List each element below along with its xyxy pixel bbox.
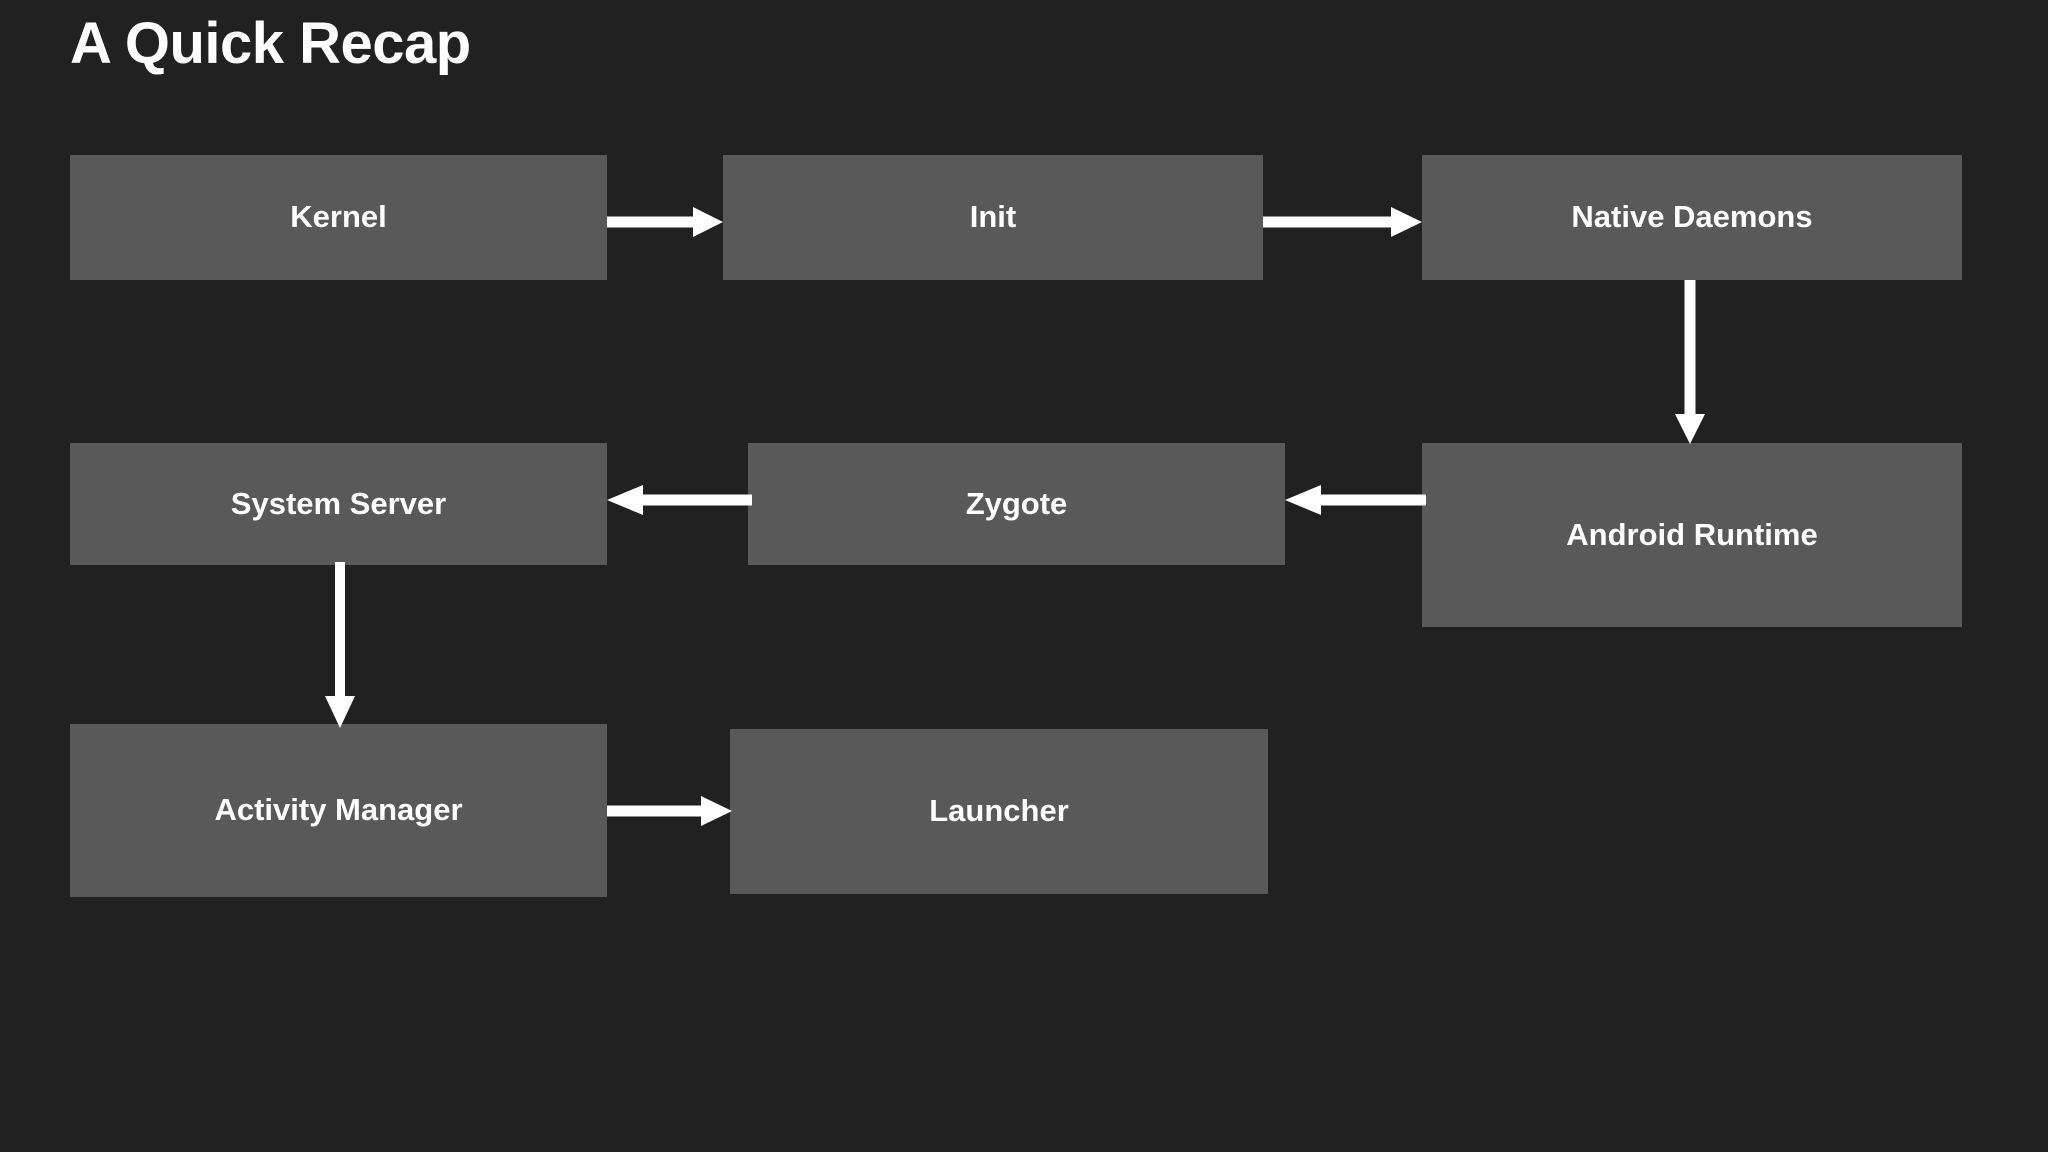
- node-label: Android Runtime: [1566, 516, 1818, 552]
- arrow-init-to-native-daemons: [1263, 200, 1426, 244]
- node-activity-manager[interactable]: Activity Manager: [70, 724, 607, 897]
- node-system-server[interactable]: System Server: [70, 443, 607, 565]
- node-launcher[interactable]: Launcher: [730, 729, 1268, 894]
- node-kernel[interactable]: Kernel: [70, 155, 607, 280]
- arrow-activity-manager-to-launcher: [607, 789, 735, 833]
- arrow-android-runtime-to-zygote: [1281, 478, 1426, 522]
- node-label: Native Daemons: [1571, 199, 1813, 235]
- arrow-zygote-to-system-server: [603, 478, 752, 522]
- node-native-daemons[interactable]: Native Daemons: [1422, 155, 1962, 280]
- page-title: A Quick Recap: [70, 11, 471, 76]
- node-label: System Server: [230, 485, 447, 521]
- node-android-runtime[interactable]: Android Runtime: [1422, 443, 1962, 627]
- node-label: Init: [969, 199, 1017, 235]
- node-label: Zygote: [965, 485, 1068, 521]
- arrow-system-server-to-activity-manager: [318, 562, 362, 730]
- node-label: Kernel: [290, 199, 387, 235]
- node-label: Launcher: [929, 793, 1069, 829]
- arrow-kernel-to-init: [607, 200, 727, 244]
- node-init[interactable]: Init: [723, 155, 1263, 280]
- node-zygote[interactable]: Zygote: [748, 443, 1285, 565]
- arrow-native-daemons-to-android-runtime: [1668, 280, 1712, 446]
- node-label: Activity Manager: [214, 792, 463, 828]
